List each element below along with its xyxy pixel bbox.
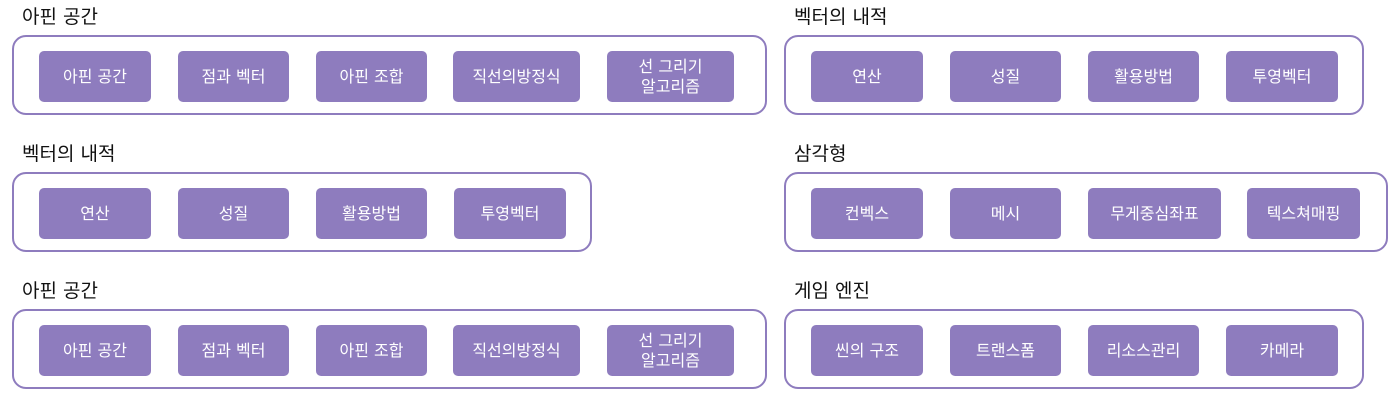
topic-chip[interactable]: 선 그리기 알고리즘 [607, 325, 734, 376]
topic-chip[interactable]: 선 그리기 알고리즘 [607, 51, 734, 102]
topic-chip[interactable]: 아핀 공간 [39, 325, 151, 376]
topic-chip[interactable]: 점과 벡터 [178, 325, 289, 376]
topic-chip[interactable]: 씬의 구조 [811, 325, 923, 376]
group-title: 삼각형 [794, 143, 847, 165]
group-box: 컨벡스 메시 무게중심좌표 텍스쳐매핑 [784, 172, 1388, 252]
topic-chip[interactable]: 투영벡터 [1226, 51, 1338, 102]
topic-chip[interactable]: 활용방법 [1088, 51, 1199, 102]
group-title: 벡터의 내적 [794, 6, 888, 28]
topic-chip[interactable]: 리소스관리 [1088, 325, 1199, 376]
topic-chip[interactable]: 직선의방정식 [453, 51, 580, 102]
topic-chip[interactable]: 연산 [811, 51, 923, 102]
topic-chip[interactable]: 트랜스폼 [950, 325, 1061, 376]
topic-chip[interactable]: 컨벡스 [811, 188, 923, 239]
topic-chip[interactable]: 텍스쳐매핑 [1247, 188, 1360, 239]
topic-chip[interactable]: 연산 [39, 188, 151, 239]
group-box: 연산 성질 활용방법 투영벡터 [12, 172, 592, 252]
topic-chip[interactable]: 점과 벡터 [178, 51, 289, 102]
topic-chip[interactable]: 아핀 조합 [316, 325, 427, 376]
topic-chip[interactable]: 아핀 조합 [316, 51, 427, 102]
topic-chip[interactable]: 성질 [950, 51, 1061, 102]
group-title: 게임 엔진 [794, 280, 870, 302]
topic-chip[interactable]: 아핀 공간 [39, 51, 151, 102]
group-box: 아핀 공간 점과 벡터 아핀 조합 직선의방정식 선 그리기 알고리즘 [12, 35, 767, 115]
topic-chip[interactable]: 투영벡터 [454, 188, 566, 239]
group-title: 아핀 공간 [22, 280, 98, 302]
topic-chip[interactable]: 활용방법 [316, 188, 427, 239]
topic-chip[interactable]: 메시 [950, 188, 1061, 239]
group-box: 연산 성질 활용방법 투영벡터 [784, 35, 1364, 115]
topic-chip[interactable]: 직선의방정식 [453, 325, 580, 376]
topic-chip[interactable]: 무게중심좌표 [1088, 188, 1221, 239]
group-box: 씬의 구조 트랜스폼 리소스관리 카메라 [784, 309, 1364, 389]
topic-chip[interactable]: 카메라 [1226, 325, 1338, 376]
group-title: 벡터의 내적 [22, 143, 116, 165]
group-title: 아핀 공간 [22, 6, 98, 28]
group-box: 아핀 공간 점과 벡터 아핀 조합 직선의방정식 선 그리기 알고리즘 [12, 309, 767, 389]
topic-chip[interactable]: 성질 [178, 188, 289, 239]
